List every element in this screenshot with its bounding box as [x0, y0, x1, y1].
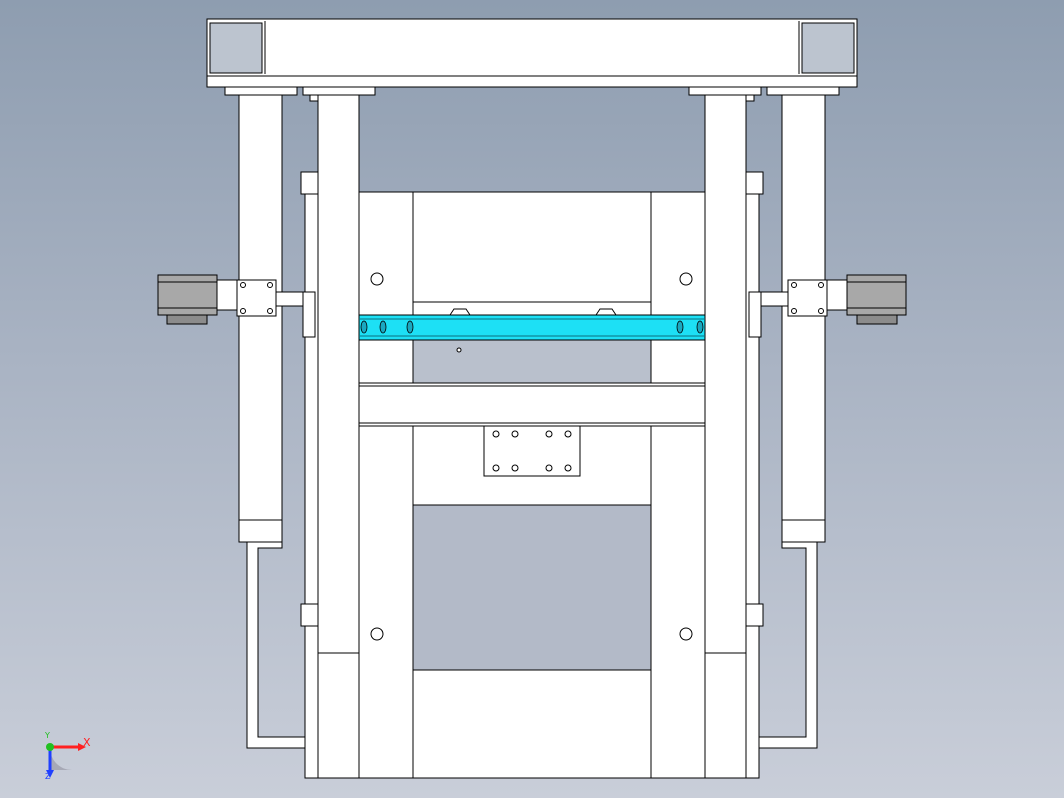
guide-plate-left — [304, 171, 320, 779]
triad-z-label: Z — [45, 772, 51, 781]
guide-block-left-top — [300, 171, 320, 195]
bracket-left — [246, 541, 306, 749]
outer-column-right-foot — [781, 519, 826, 543]
inner-column-left[interactable] — [317, 94, 360, 779]
column-cap-left-outer — [224, 86, 298, 96]
lower-window — [412, 504, 652, 671]
column-cap-right-outer — [766, 86, 840, 96]
hole-pattern — [370, 272, 693, 641]
upper-window — [412, 191, 652, 303]
triad-y-label: Y — [45, 731, 50, 740]
outer-column-left-foot — [238, 519, 283, 543]
guide-block-right-bottom — [744, 603, 764, 627]
mount-plate — [483, 425, 581, 477]
guide-block-right-top — [744, 171, 764, 195]
column-cap-left-inner — [302, 86, 376, 96]
top-beam[interactable] — [206, 18, 858, 88]
column-cap-right-inner — [688, 86, 762, 96]
slide-rail[interactable] — [358, 308, 706, 341]
cross-beam[interactable] — [358, 382, 706, 427]
motor-assembly-left[interactable] — [157, 274, 316, 338]
bracket-right — [758, 541, 818, 749]
triad-x-label: X — [83, 736, 91, 749]
inner-column-right[interactable] — [704, 94, 747, 779]
guide-plate-right — [744, 171, 760, 779]
orientation-triad-icon — [46, 743, 86, 778]
guide-block-left-bottom — [300, 603, 320, 627]
motor-assembly-right[interactable] — [748, 274, 907, 338]
